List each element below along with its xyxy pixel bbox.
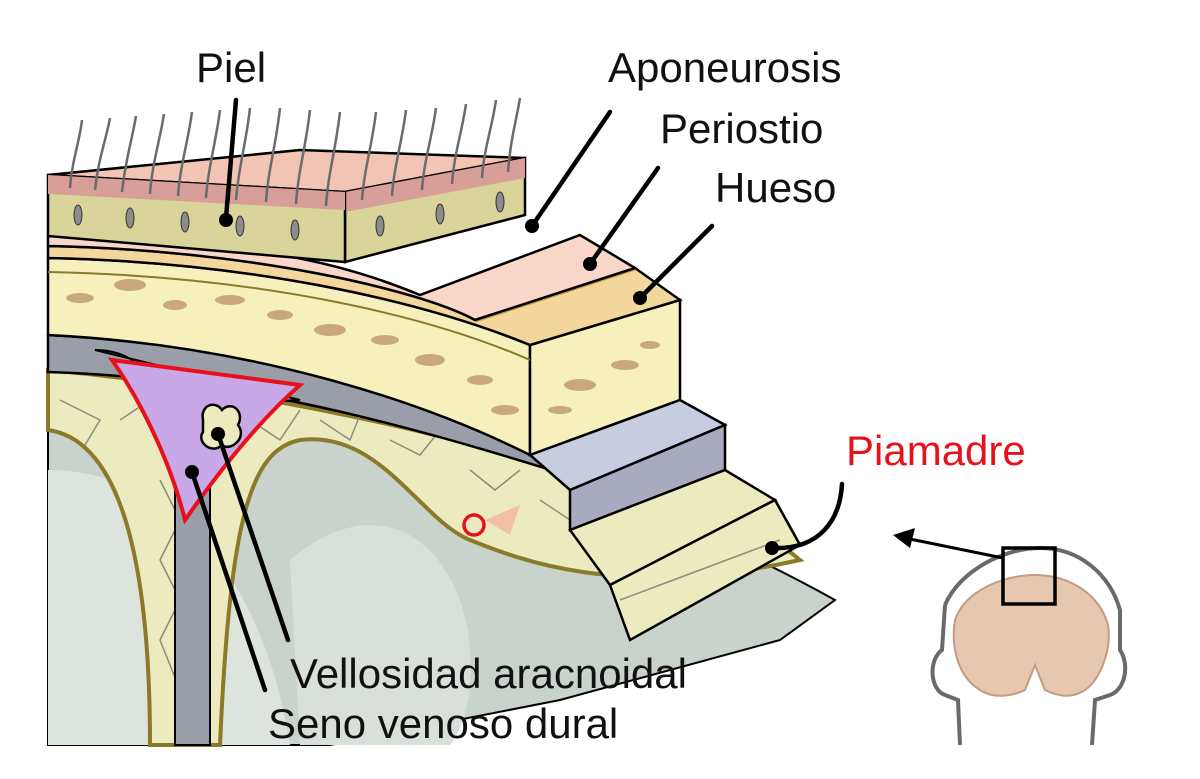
label-piamadre: Piamadre [846, 427, 1026, 474]
label-seno-venoso-dural: Seno venoso dural [268, 700, 618, 747]
label-vellosidad-aracnoidal: Vellosidad aracnoidal [290, 650, 687, 697]
label-periostio: Periostio [660, 105, 823, 152]
leader-lines [185, 97, 845, 693]
arrow-left-icon [893, 528, 1004, 560]
label-aponeurosis: Aponeurosis [608, 44, 841, 91]
label-hueso: Hueso [715, 164, 836, 211]
label-piel: Piel [196, 44, 266, 91]
arachnoid-villus [200, 403, 243, 450]
pia-mater-marker [462, 505, 520, 537]
skin-block [46, 97, 527, 264]
brain-coronal-section-icon [930, 545, 1128, 746]
